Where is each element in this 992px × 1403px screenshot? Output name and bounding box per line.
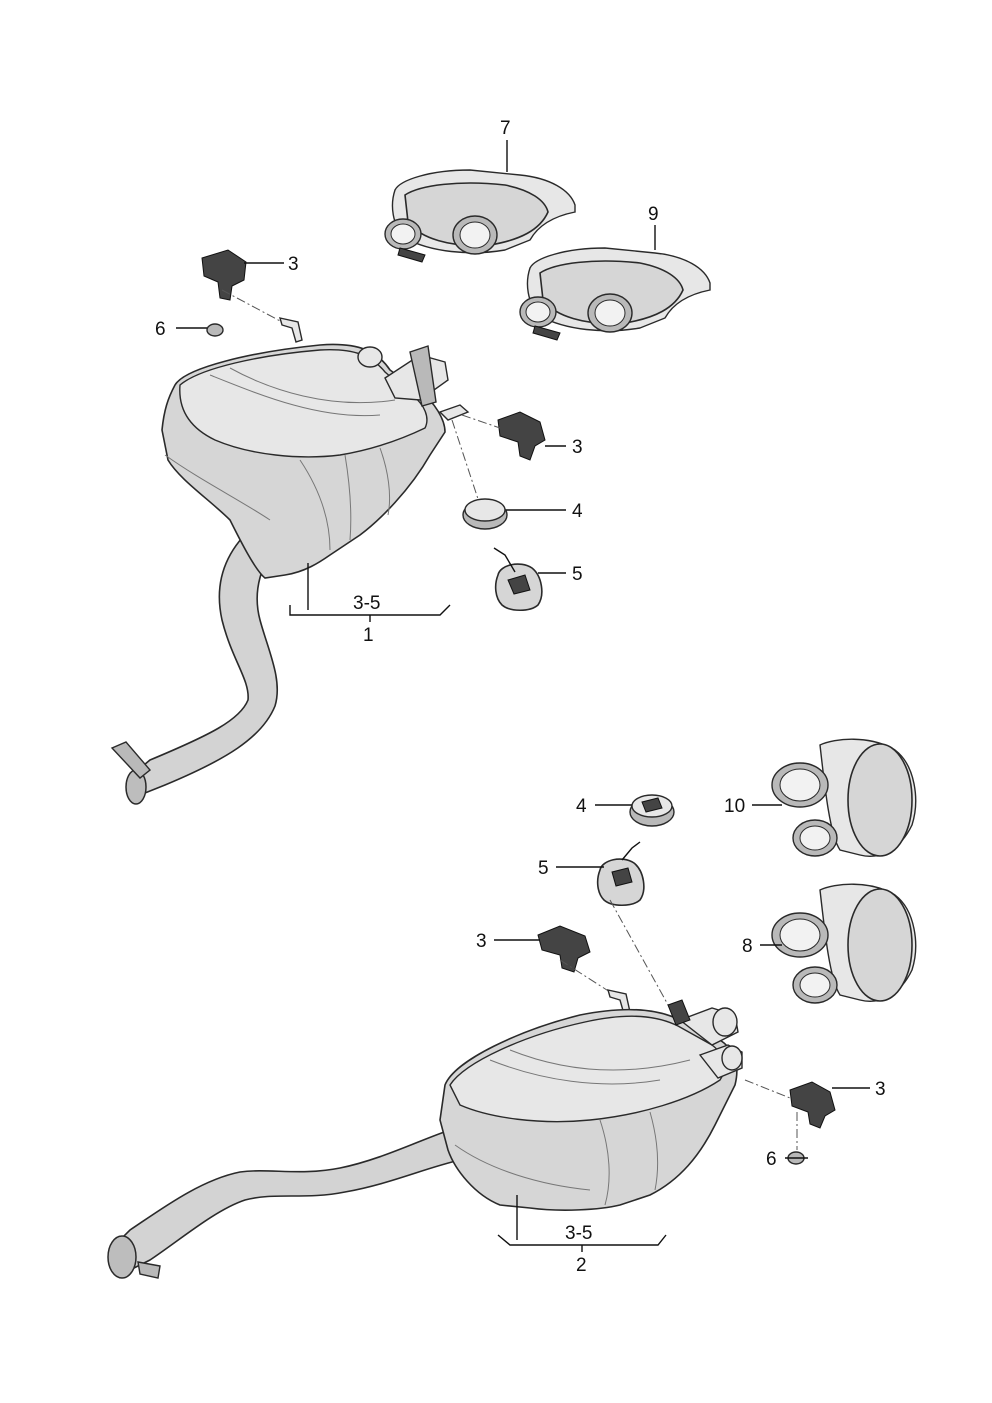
muffler-2-pipe-end (107, 1235, 137, 1279)
tailpipe-tip-10 (771, 738, 917, 857)
rear-muffler-assembly-1 (110, 343, 470, 805)
callouts: 7 9 3 6 3 4 5 3-5 1 4 10 5 3 8 3 6 3-5 2 (155, 118, 886, 1276)
callout-1: 1 (363, 625, 374, 646)
callout-10: 10 (724, 796, 745, 817)
leader-lines (176, 140, 870, 1252)
bracket-3b (497, 411, 546, 461)
callout-3-lower-right: 3 (875, 1079, 886, 1100)
bracket-3c (537, 925, 591, 973)
hardware-upper (201, 249, 546, 612)
callout-5-lower: 5 (538, 858, 549, 879)
callout-6-lower: 6 (766, 1149, 777, 1170)
muffler-1-stud (438, 404, 470, 421)
tailpipe-tip-7 (384, 169, 576, 263)
nut-6a (206, 323, 224, 337)
callout-range-1: 3-5 (353, 593, 380, 614)
callout-2: 2 (576, 1255, 587, 1276)
callout-5-upper: 5 (572, 564, 583, 585)
callout-4-lower: 4 (576, 796, 587, 817)
callout-range-2: 3-5 (565, 1223, 592, 1244)
callout-6-upper: 6 (155, 319, 166, 340)
tailpipe-tip-9 (519, 247, 711, 341)
muffler-1-outlet-a (357, 346, 383, 368)
bracket-3d (789, 1081, 836, 1129)
callout-4-upper: 4 (572, 501, 583, 522)
rear-muffler-assembly-2 (107, 999, 743, 1279)
callout-9: 9 (648, 204, 659, 225)
callout-7: 7 (500, 118, 511, 139)
muffler-1-pipe-clamp (110, 741, 152, 779)
muffler-1-outlet-clamp (409, 345, 437, 407)
hardware-lower (537, 794, 836, 1165)
bolt-upper (279, 317, 303, 343)
muffler-1-top (179, 349, 428, 458)
callout-3-upper-right: 3 (572, 437, 583, 458)
callout-3-upper-left: 3 (288, 254, 299, 275)
tailpipe-tip-8 (771, 883, 917, 1004)
muffler-2-pipe (113, 1128, 462, 1272)
callout-8: 8 (742, 936, 753, 957)
bracket-3a (201, 249, 247, 301)
callout-3-lower-left: 3 (476, 931, 487, 952)
